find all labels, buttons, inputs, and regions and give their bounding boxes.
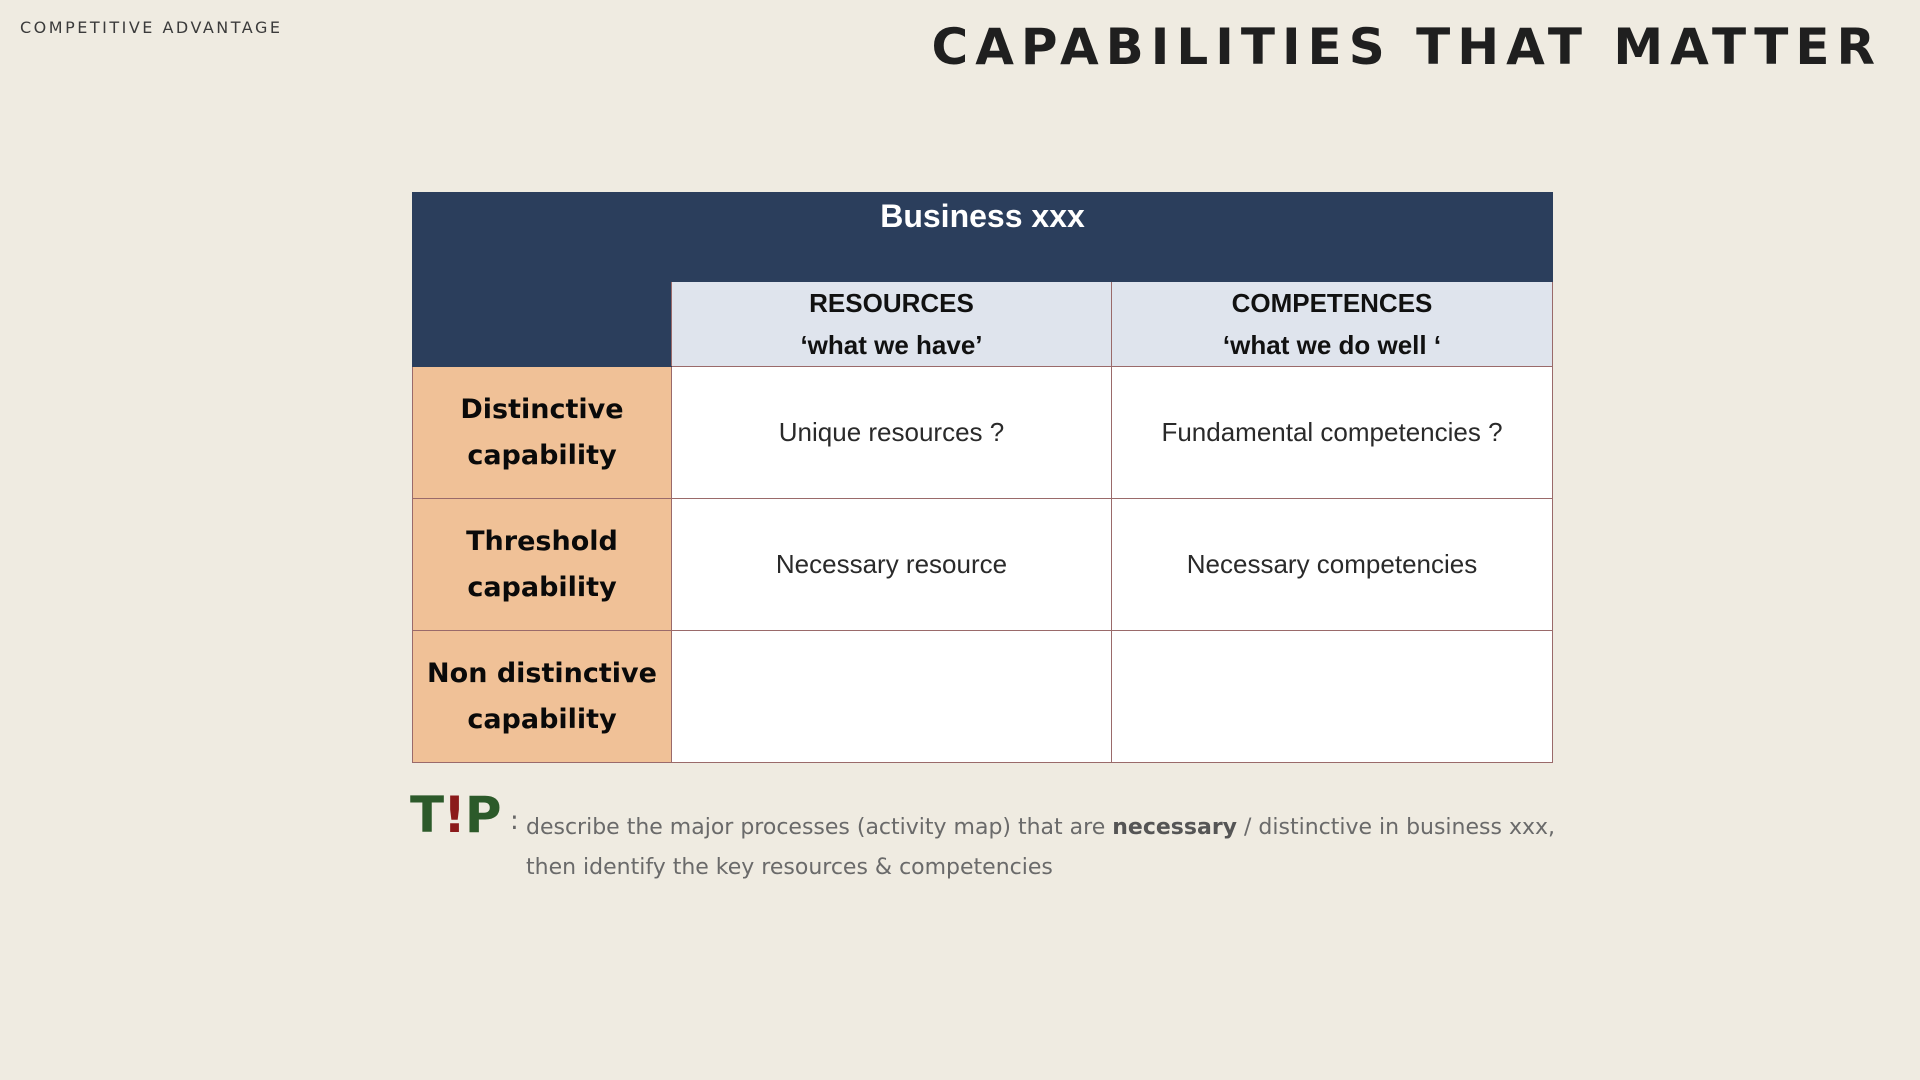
row-label-line2: capability: [467, 571, 617, 603]
matrix-cell: Unique resources ?: [671, 366, 1112, 499]
tip-colon: :: [510, 806, 519, 836]
matrix-row-non-distinctive: Non distinctive capability: [412, 630, 1554, 763]
row-label-line1: Non distinctive: [427, 657, 657, 689]
column-heading: RESOURCES: [809, 288, 974, 318]
section-label: COMPETITIVE ADVANTAGE: [20, 18, 283, 37]
tip-logo: T!P: [410, 786, 502, 844]
matrix-row-threshold: Threshold capability Necessary resource …: [412, 498, 1554, 631]
tip-line1-start: describe the major processes (activity m…: [526, 815, 1113, 840]
row-header: Distinctive capability: [412, 366, 672, 499]
tip-line1-end: / distinctive in business xxx,: [1237, 815, 1555, 840]
row-label-line2: capability: [467, 703, 617, 735]
column-heading: COMPETENCES: [1231, 288, 1433, 318]
row-label-line1: Threshold: [466, 525, 618, 557]
tip-emphasis: necessary: [1112, 815, 1238, 840]
column-subheading: ‘what we have’: [800, 330, 983, 360]
matrix-title: Business xxx: [411, 192, 1554, 282]
column-header-resources: RESOURCES ‘what we have’: [671, 281, 1112, 367]
matrix-row-distinctive: Distinctive capability Unique resources …: [412, 366, 1554, 499]
matrix-cell: Necessary competencies: [1110, 498, 1554, 631]
tip-logo-t: T: [410, 786, 444, 844]
tip-logo-bang: !: [443, 786, 466, 844]
matrix-cell: [671, 630, 1112, 763]
page-title: CAPABILITIES THAT MATTER: [931, 18, 1882, 76]
tip-logo-p: P: [464, 786, 502, 844]
matrix-cell: Necessary resource: [671, 498, 1112, 631]
row-header: Non distinctive capability: [412, 630, 672, 763]
matrix-cell: [1110, 630, 1554, 763]
row-label-line1: Distinctive: [460, 393, 624, 425]
matrix-corner: [412, 281, 672, 367]
column-subheading: ‘what we do well ‘: [1222, 330, 1442, 360]
row-header: Threshold capability: [412, 498, 672, 631]
tip-text: describe the major processes (activity m…: [526, 808, 1626, 888]
capabilities-matrix: Business xxx RESOURCES ‘what we have’ CO…: [411, 192, 1554, 763]
matrix-cell: Fundamental competencies ?: [1110, 366, 1554, 499]
row-label-line2: capability: [467, 439, 617, 471]
tip-line2: then identify the key resources & compet…: [526, 855, 1053, 880]
column-header-competences: COMPETENCES ‘what we do well ‘: [1110, 281, 1554, 367]
